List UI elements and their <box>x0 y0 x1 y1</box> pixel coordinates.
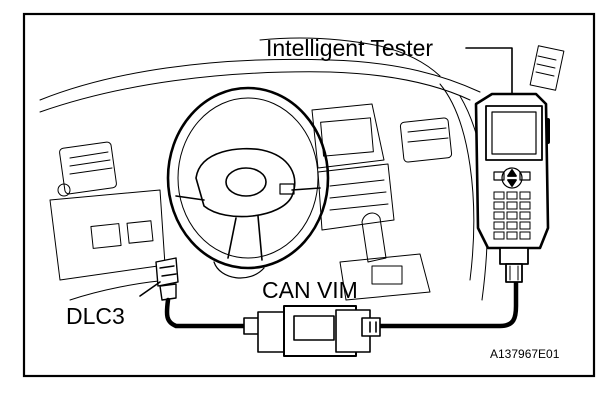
dlc3-label: DLC3 <box>66 303 125 329</box>
tester-key <box>493 211 505 220</box>
tester-key <box>506 211 518 220</box>
tester-key <box>506 201 518 210</box>
tester-key <box>519 221 531 230</box>
dlc3-leader-line <box>139 281 161 297</box>
tester-leader-line <box>465 47 513 95</box>
tester-key <box>493 231 505 240</box>
steering-wheel <box>166 86 330 279</box>
tester-key <box>519 191 531 200</box>
figure-code: A137967E01 <box>490 347 560 361</box>
can-vim-module <box>243 305 381 357</box>
tester-keypad <box>493 191 531 240</box>
dlc3-connector <box>155 257 179 301</box>
tester-key <box>493 191 505 200</box>
leader-lines <box>139 47 513 297</box>
tester-key <box>506 221 518 230</box>
tester-key <box>493 221 505 230</box>
figure-frame <box>22 12 596 378</box>
cable <box>164 277 519 329</box>
tester-key <box>519 231 531 240</box>
tester-key <box>506 231 518 240</box>
tester-key <box>519 211 531 220</box>
tester-key <box>519 201 531 210</box>
tester-key <box>493 201 505 210</box>
tester-key <box>506 191 518 200</box>
can-vim-label: CAN VIM <box>262 277 358 303</box>
tester-label: Intelligent Tester <box>266 35 433 61</box>
